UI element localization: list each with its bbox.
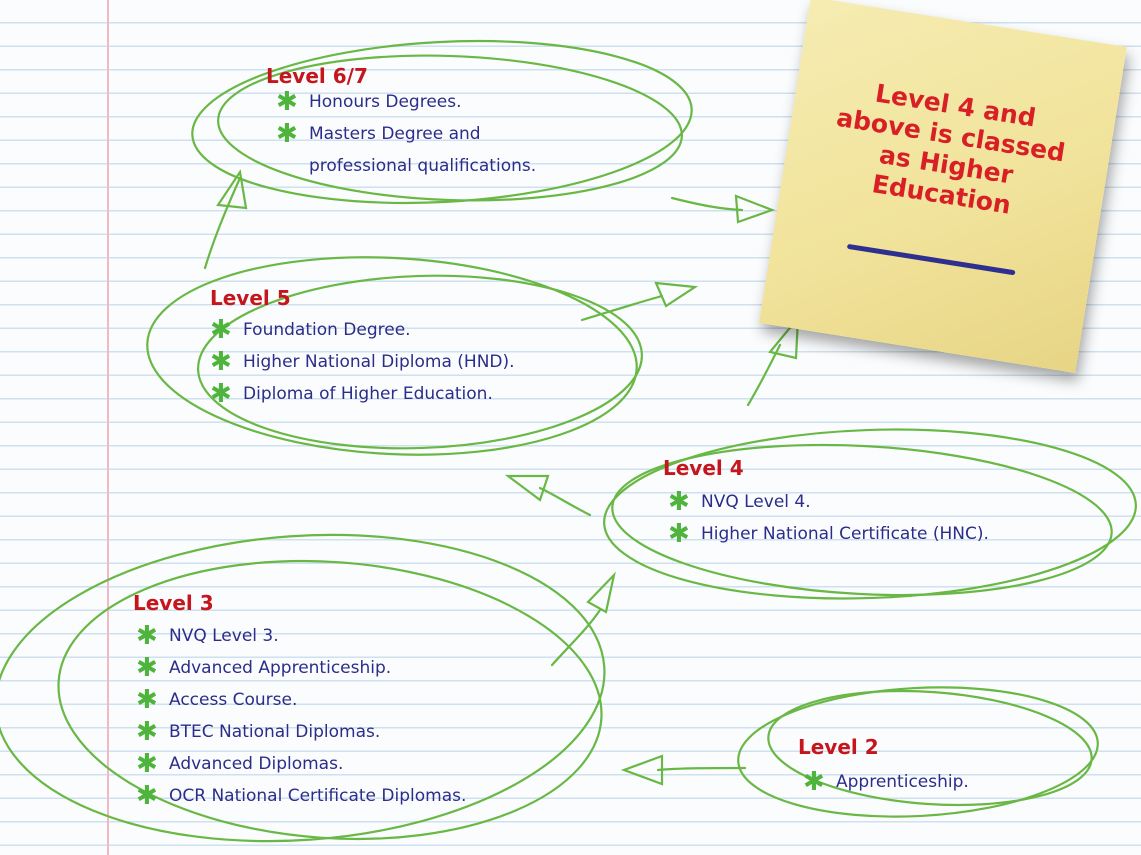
list-item: ✱ BTEC National Diplomas. [136,716,466,748]
level-3-loop-2 [57,559,603,841]
green-star-icon: ✱ [136,781,158,811]
item-text: Higher National Certificate (HNC). [701,524,989,544]
green-star-icon: ✱ [136,653,158,683]
level-2-list: ✱ Apprenticeship. [803,766,969,798]
list-item: ✱ OCR National Certificate Diplomas. [136,780,466,812]
note-underline [846,243,1016,276]
list-item: ✱ Honours Degrees. [276,86,536,118]
item-text: Apprenticeship. [836,772,969,792]
list-item: ✱ Foundation Degree. [210,314,515,346]
sticky-note: Level 4 and above is classed as Higher E… [759,0,1127,373]
item-text: Advanced Apprenticeship. [169,658,392,678]
level-4-group: Level 4 [663,455,744,487]
list-item: ✱ Masters Degree and [276,118,536,150]
level-67-loop [191,39,693,205]
level-2-group: Level 2 [798,734,879,766]
list-item: ✱ Advanced Diplomas. [136,748,466,780]
green-star-icon: ✱ [210,347,232,377]
list-item: ✱ Diploma of Higher Education. [210,378,515,410]
list-item: ✱ Apprenticeship. [803,766,969,798]
level-4-loop-2 [611,443,1113,597]
level-67-title: Level 6/7 [266,64,368,88]
level-2-loop [737,686,1099,818]
green-star-icon: ✱ [210,379,232,409]
item-text: NVQ Level 3. [169,626,279,646]
list-item: ✱ NVQ Level 4. [668,486,989,518]
item-text: BTEC National Diplomas. [169,722,381,742]
item-text: Masters Degree and [309,124,481,144]
level-5-group: Level 5 [210,285,291,317]
item-text: Higher National Diploma (HND). [243,352,515,372]
green-star-icon: ✱ [276,119,298,149]
list-item: ✱ Higher National Diploma (HND). [210,346,515,378]
level-5-loop-2 [197,274,643,450]
level-67-list: ✱ Honours Degrees. ✱ Masters Degree and pr… [276,86,536,182]
green-star-icon: ✱ [136,749,158,779]
level-5-list: ✱ Foundation Degree. ✱ Higher National Dip… [210,314,515,410]
green-star-icon: ✱ [210,315,232,345]
item-text: Diploma of Higher Education. [243,384,493,404]
notebook-margin-line [107,0,109,855]
level-4-list: ✱ NVQ Level 4. ✱ Higher National Certifica… [668,486,989,550]
list-item: ✱ Access Course. [136,684,466,716]
green-star-icon: ✱ [136,621,158,651]
list-item: ✱ NVQ Level 3. [136,620,466,652]
level-67-group: Level 6/7 [266,63,368,95]
item-text: Honours Degrees. [309,92,462,112]
green-star-icon: ✱ [668,487,690,517]
level-4-title: Level 4 [663,456,744,480]
note-text: Level 4 and above is classed as Higher E… [834,78,1068,220]
level-5-title: Level 5 [210,286,291,310]
item-text: OCR National Certificate Diplomas. [169,786,467,806]
item-text: Foundation Degree. [243,320,411,340]
item-text: Advanced Diplomas. [169,754,344,774]
level-5-loop [146,256,638,456]
item-text: NVQ Level 4. [701,492,811,512]
level-67-loop-2 [217,54,683,202]
green-star-icon: ✱ [803,767,825,797]
item-text: Access Course. [169,690,298,710]
item-text: professional qualifications. [309,156,537,176]
level-3-title: Level 3 [133,591,214,615]
green-star-icon: ✱ [668,519,690,549]
green-star-icon: ✱ [276,87,298,117]
level-3-loop [0,533,606,843]
level-3-list: ✱NVQ Level 3. ✱Advanced Apprenticeship. … [136,620,466,812]
level-3-group: Level 3 [133,590,214,622]
level-2-title: Level 2 [798,735,879,759]
green-star-icon: ✱ [136,685,158,715]
level-4-loop [603,428,1137,600]
list-item: ✱ Higher National Certificate (HNC). [668,518,989,550]
green-star-icon: ✱ [136,717,158,747]
list-item-continued: professional qualifications. [276,150,536,182]
level-2-loop-2 [767,689,1093,807]
list-item: ✱ Advanced Apprenticeship. [136,652,466,684]
